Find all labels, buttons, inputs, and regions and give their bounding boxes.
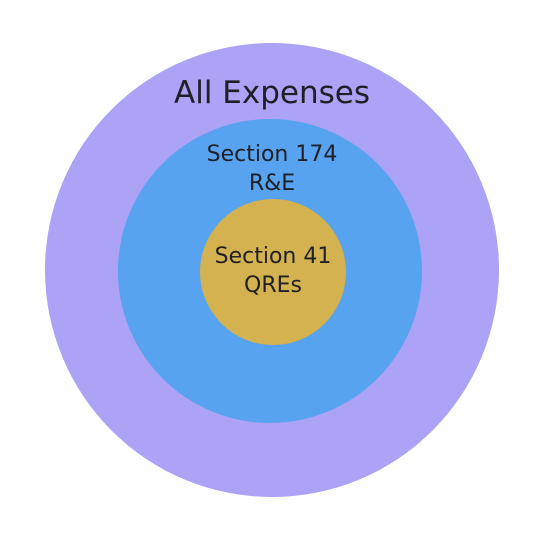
section-41-label-line2: QREs: [244, 273, 302, 298]
all-expenses-label: All Expenses: [174, 75, 370, 111]
section-174-label-line2: R&E: [249, 171, 295, 196]
section-41-circle: [200, 199, 346, 345]
section-174-label-line1: Section 174: [207, 142, 338, 167]
section-41-label-line1: Section 41: [215, 244, 332, 269]
